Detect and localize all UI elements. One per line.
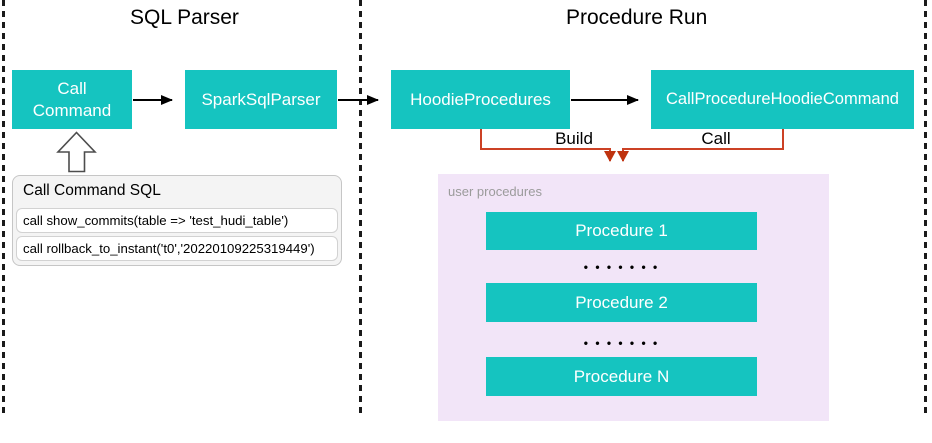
user-procedures-panel: user procedures Procedure 1 • • • • • • … [438, 174, 829, 421]
call-command-sql-panel: Call Command SQL call show_commits(table… [12, 175, 342, 266]
ellipsis-dots: • • • • • • • [583, 336, 660, 350]
node-procedure-1: Procedure 1 [486, 212, 757, 250]
sql-statement-row: call rollback_to_instant('t0','202201092… [16, 236, 338, 261]
node-procedure-n: Procedure N [486, 357, 757, 396]
section-title-procedure-run: Procedure Run [566, 6, 708, 29]
node-procedure-2: Procedure 2 [486, 283, 757, 322]
user-procedures-label: user procedures [448, 184, 542, 199]
ellipsis-dots: • • • • • • • [583, 260, 660, 274]
section-title-sql-parser: SQL Parser [130, 6, 239, 29]
node-call-procedure-hoodie-command: CallProcedureHoodieCommand [651, 70, 914, 129]
edge-label-call: Call [701, 129, 731, 148]
dashed-divider-right [924, 0, 927, 414]
dashed-divider-middle [359, 0, 362, 414]
dashed-divider-left [2, 0, 5, 414]
sql-statement-row: call show_commits(table => 'test_hudi_ta… [16, 208, 338, 233]
node-call-command: Call Command [12, 70, 132, 129]
edge-label-build: Build [555, 129, 593, 148]
node-hoodie-procedures: HoodieProcedures [391, 70, 570, 129]
hollow-up-arrow-icon [56, 131, 97, 173]
sql-panel-title: Call Command SQL [23, 182, 161, 199]
node-spark-sql-parser: SparkSqlParser [185, 70, 337, 129]
